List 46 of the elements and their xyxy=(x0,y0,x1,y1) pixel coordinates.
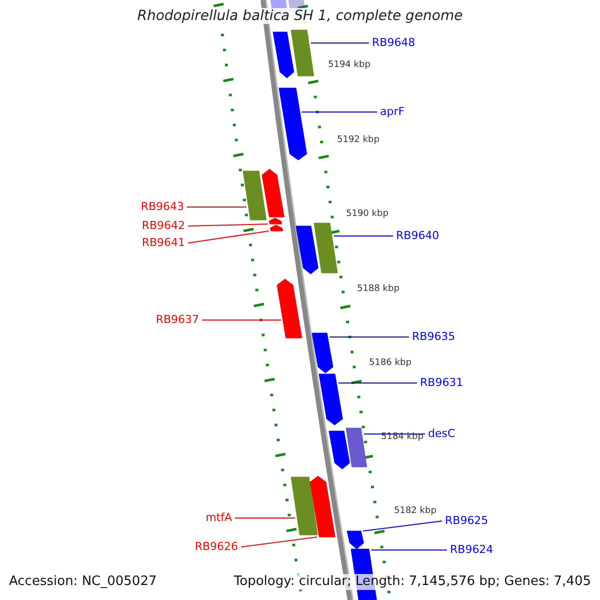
gene-block xyxy=(314,222,338,274)
gene-feature xyxy=(318,374,343,426)
leader-line xyxy=(240,536,318,548)
gene-label: mtfA xyxy=(206,511,232,524)
gene-label: desC xyxy=(428,427,456,440)
gene-feature xyxy=(278,88,308,160)
gene-label: RB9625 xyxy=(445,514,488,527)
gene-feature xyxy=(296,226,318,274)
position-label: 5184 kbp xyxy=(381,432,424,443)
leader-line xyxy=(310,42,370,44)
gene-label: RB9626 xyxy=(194,540,238,553)
position-label: 5190 kbp xyxy=(346,209,388,220)
position-label: 5188 kbp xyxy=(357,284,400,295)
gene-feature xyxy=(276,278,302,338)
leader-line xyxy=(362,520,442,532)
gene-feature xyxy=(310,476,336,538)
position-label: 5182 kbp xyxy=(394,506,436,517)
position-label: 5192 kbp xyxy=(337,135,380,146)
gene-block xyxy=(346,428,368,468)
leader-line xyxy=(188,230,270,244)
gene-feature xyxy=(272,32,294,78)
leader-line xyxy=(338,382,418,384)
gene-block xyxy=(242,170,267,220)
gene-label: RB9624 xyxy=(450,543,494,556)
gene-label: RB9641 xyxy=(142,236,185,249)
leader-line xyxy=(186,206,247,208)
accession-text: Accession: NC_005027 xyxy=(9,574,157,590)
gene-block xyxy=(290,30,314,76)
gene-label: aprF xyxy=(380,105,405,118)
gene-feature xyxy=(270,224,284,232)
gene-label: RB9640 xyxy=(396,229,440,242)
position-label: 5194 kbp xyxy=(328,60,370,71)
gene-feature xyxy=(312,332,334,374)
gene-label: RB9643 xyxy=(140,200,184,213)
gene-label: RB9637 xyxy=(156,313,199,326)
gene-block xyxy=(290,476,318,536)
gene-label: RB9648 xyxy=(372,36,416,49)
gene-label: RB9631 xyxy=(420,376,464,389)
gene-label: RB9635 xyxy=(412,330,456,343)
gene-label: RB9642 xyxy=(142,219,185,232)
gene-feature xyxy=(328,430,350,470)
leader-line xyxy=(329,336,410,338)
gene-feature xyxy=(346,530,364,550)
position-label: 5186 kbp xyxy=(369,358,412,369)
leader-line xyxy=(188,224,268,226)
genome-info-text: Topology: circular; Length: 7,145,576 bp; Genes: 7,405 xyxy=(234,574,591,590)
